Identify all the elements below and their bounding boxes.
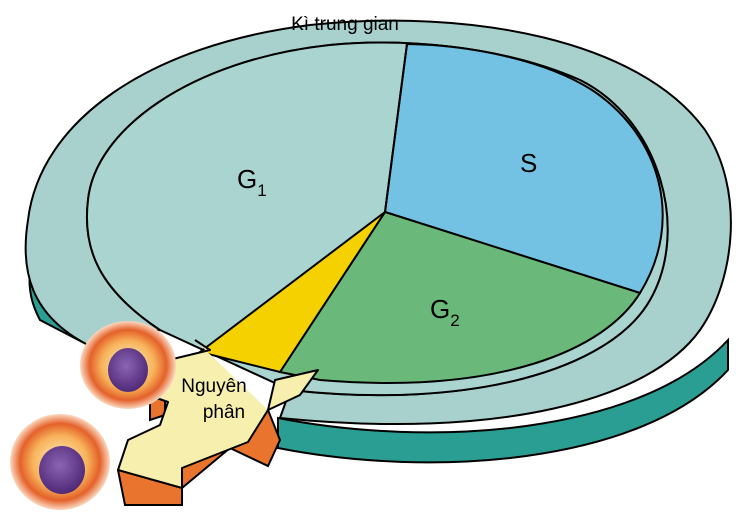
daughter-cell-upper xyxy=(80,321,176,409)
phase-mitosis xyxy=(197,211,386,374)
phase-s xyxy=(383,42,664,295)
daughter-cell-lower xyxy=(10,414,110,510)
mitosis-label-line2: phân xyxy=(203,402,245,423)
label-s: S xyxy=(520,148,537,178)
ring-label: Kì trung gian xyxy=(291,14,399,35)
label-g1: G1 xyxy=(237,164,267,200)
g1-s-boundary xyxy=(384,43,408,213)
ring-side-right xyxy=(277,337,729,464)
phase-g2 xyxy=(278,210,642,384)
mitosis-label-line1: Nguyên xyxy=(181,376,247,397)
label-g2: G2 xyxy=(430,294,460,330)
